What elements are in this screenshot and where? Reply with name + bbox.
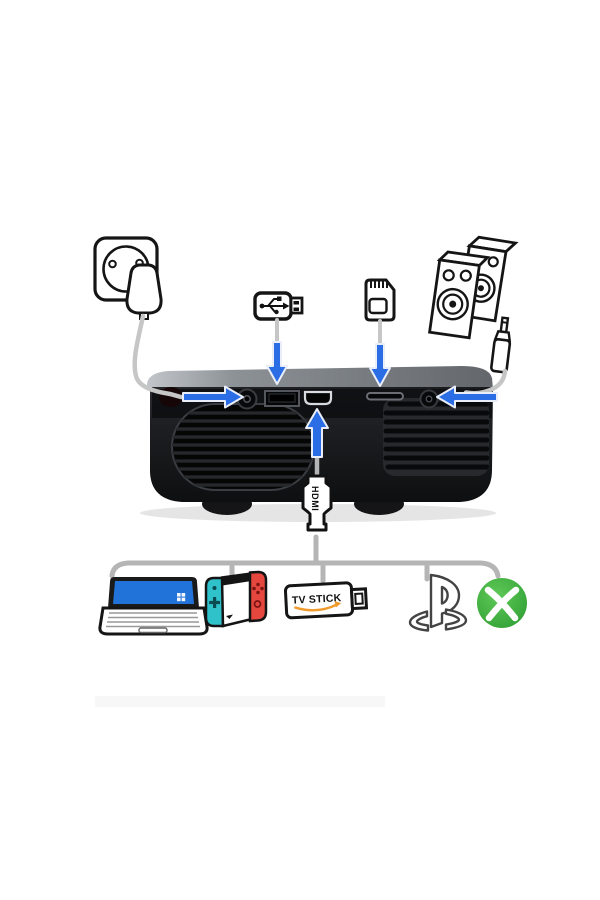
sd-arrow-icon (369, 343, 391, 387)
laptop-trackpad (138, 627, 168, 634)
laptop-base (98, 606, 209, 636)
laptop-icon (98, 577, 209, 636)
port-arrows (182, 341, 498, 458)
usb-arrow-icon (266, 341, 288, 385)
playstation-icon (408, 573, 468, 632)
audio-out-port (419, 389, 439, 409)
power-arrow-icon (182, 385, 244, 409)
xbox-icon (477, 578, 527, 628)
projector-right-vent (383, 398, 489, 476)
projector-rear-view (140, 366, 496, 522)
hdmi-arrow-icon (305, 408, 329, 458)
power-cable (132, 313, 184, 400)
hdmi-plug-icon: HDMI (301, 474, 333, 532)
usb-port (264, 390, 300, 407)
projector-top-rim (146, 366, 493, 389)
sd-card-icon (364, 278, 396, 322)
tv-stick-icon: TV STICK (283, 581, 369, 620)
laptop-screen (113, 581, 194, 604)
hdmi-plug-label: HDMI (310, 486, 320, 511)
nintendo-switch-icon (204, 570, 268, 628)
tv-stick-label: TV STICK (292, 592, 342, 607)
peripheral-stems (275, 318, 382, 351)
aux-jack-icon (490, 316, 512, 374)
speakers-icon (428, 235, 519, 340)
audio-arrow-icon (436, 385, 498, 409)
dc-power-port (236, 388, 258, 410)
joycon-right (248, 570, 268, 623)
watermark-band (95, 696, 385, 707)
hdmi-port (303, 390, 333, 406)
power-plug-icon (125, 263, 163, 320)
projector-left-vent (171, 403, 315, 491)
windows-logo-icon (177, 593, 186, 602)
smile-swoosh (294, 603, 339, 612)
device-connector-line (109, 534, 501, 584)
sd-card-slot (366, 392, 404, 401)
usb-drive-icon (253, 291, 304, 321)
